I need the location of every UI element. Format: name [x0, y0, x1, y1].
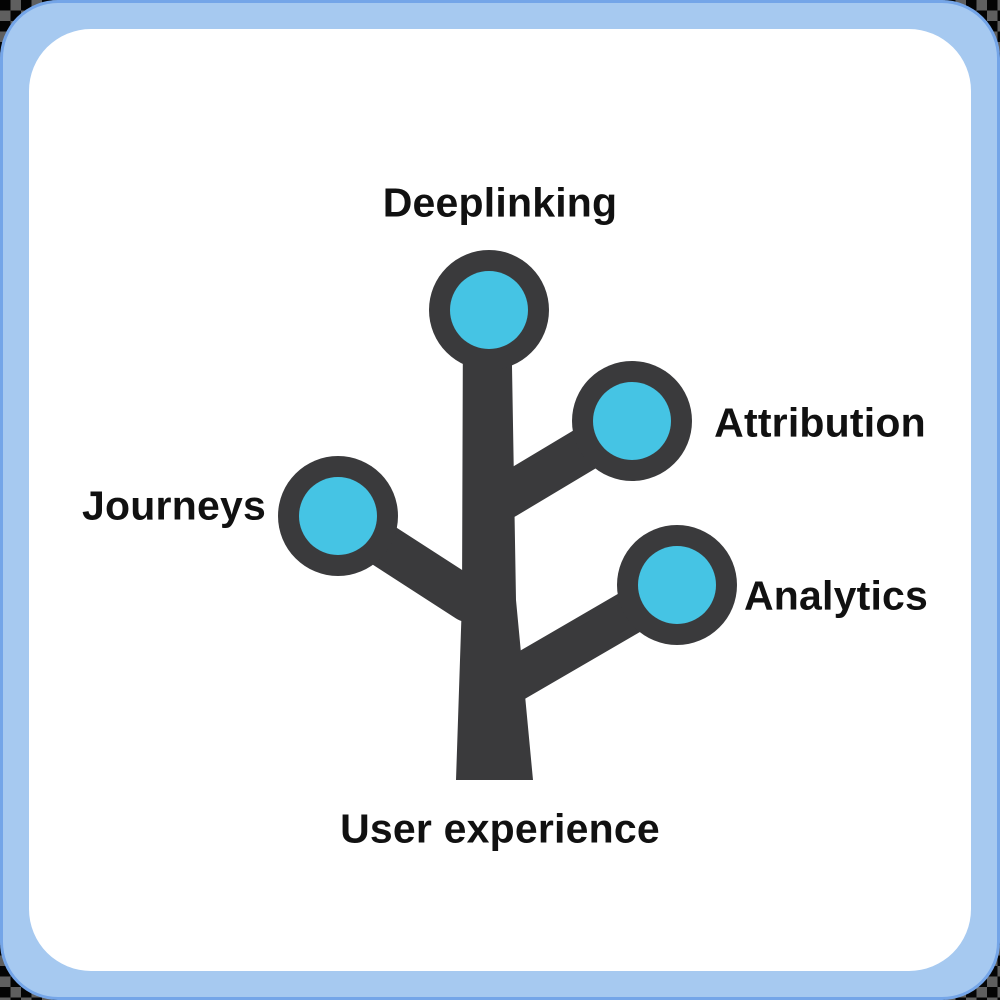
node-label-deeplinking: Deeplinking [382, 179, 618, 226]
node-circle-attribution [572, 361, 692, 481]
root-label-user-experience: User experience [340, 805, 660, 852]
node-dot-analytics [638, 546, 716, 624]
node-label-analytics: Analytics [743, 572, 929, 619]
node-label-journeys: Journeys [82, 482, 266, 529]
node-label-attribution: Attribution [714, 399, 926, 446]
node-dot-deeplinking [450, 271, 528, 349]
node-circle-analytics [617, 525, 737, 645]
node-circle-journeys [278, 456, 398, 576]
node-dot-attribution [593, 382, 671, 460]
node-circle-deeplinking [429, 250, 549, 370]
trunk [456, 308, 533, 780]
node-dot-journeys [299, 477, 377, 555]
